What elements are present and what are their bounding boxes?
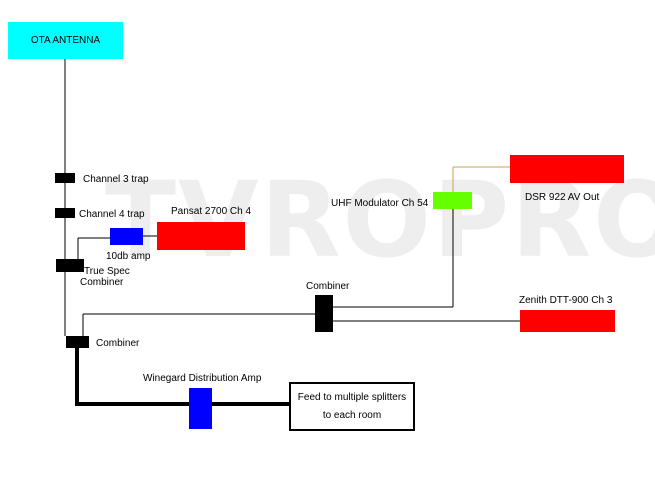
- channel4-trap-label: Channel 4 trap: [79, 209, 145, 220]
- channel3-trap-label: Channel 3 trap: [83, 174, 149, 185]
- watermark: TVROPRO: [105, 159, 655, 281]
- feed-label-line2: to each room: [322, 409, 382, 421]
- pansat-label: Pansat 2700 Ch 4: [171, 206, 252, 217]
- channel3-trap: [55, 173, 75, 183]
- uhf-modulator-label: UHF Modulator Ch 54: [331, 198, 429, 209]
- pansat-device: [157, 222, 245, 250]
- amp-10db-label: 10db amp: [106, 251, 151, 262]
- feed-label-line1: Feed to multiple splitters: [297, 391, 407, 403]
- wire-main-feed: [75, 348, 289, 406]
- ota-antenna: OTA ANTENNA: [8, 22, 123, 59]
- dsr922-device: [510, 155, 624, 183]
- feed-to-splitters: Feed to multiple splitters to each room: [289, 382, 415, 431]
- ota-antenna-label: OTA ANTENNA: [30, 35, 101, 46]
- zenith-device: [520, 310, 615, 332]
- combiner-right-label: Combiner: [306, 281, 350, 292]
- true-spec-label-line1: True Spec: [84, 266, 130, 277]
- winegard-distribution-amp: [189, 388, 212, 429]
- dsr922-label: DSR 922 AV Out: [525, 192, 600, 203]
- distribution-amp-label: Winegard Distribution Amp: [143, 373, 262, 384]
- amp-10db: [110, 228, 143, 245]
- zenith-label: Zenith DTT-900 Ch 3: [519, 295, 613, 306]
- combiner-right: [315, 295, 333, 332]
- channel4-trap: [55, 208, 75, 218]
- combiner-main: [66, 336, 89, 348]
- true-spec-label-line2: Combiner: [80, 277, 124, 288]
- combiner-main-label: Combiner: [96, 338, 140, 349]
- uhf-modulator: [433, 192, 472, 209]
- true-spec-combiner: [56, 259, 84, 272]
